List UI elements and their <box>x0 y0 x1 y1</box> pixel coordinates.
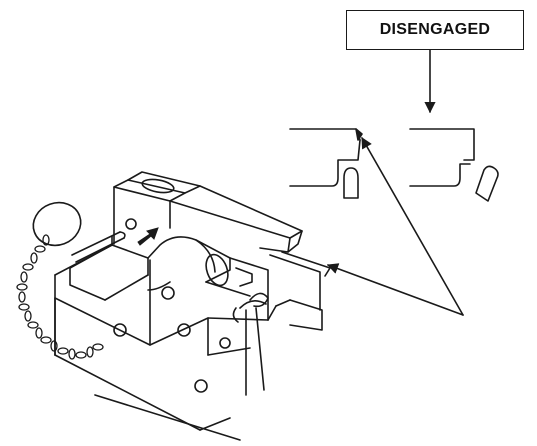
disengaged-latch-detail <box>409 128 499 202</box>
callout-arrows <box>326 137 464 316</box>
latch-lock-detail <box>289 128 363 199</box>
pin-insert-arrow <box>137 227 159 246</box>
disengaged-label: DISENGAGED <box>346 10 524 50</box>
ring <box>32 201 82 247</box>
latch-lever <box>232 292 269 396</box>
chain <box>16 234 104 360</box>
pin <box>71 231 126 263</box>
latch-housing <box>54 171 331 441</box>
disengaged-label-text: DISENGAGED <box>379 21 491 38</box>
